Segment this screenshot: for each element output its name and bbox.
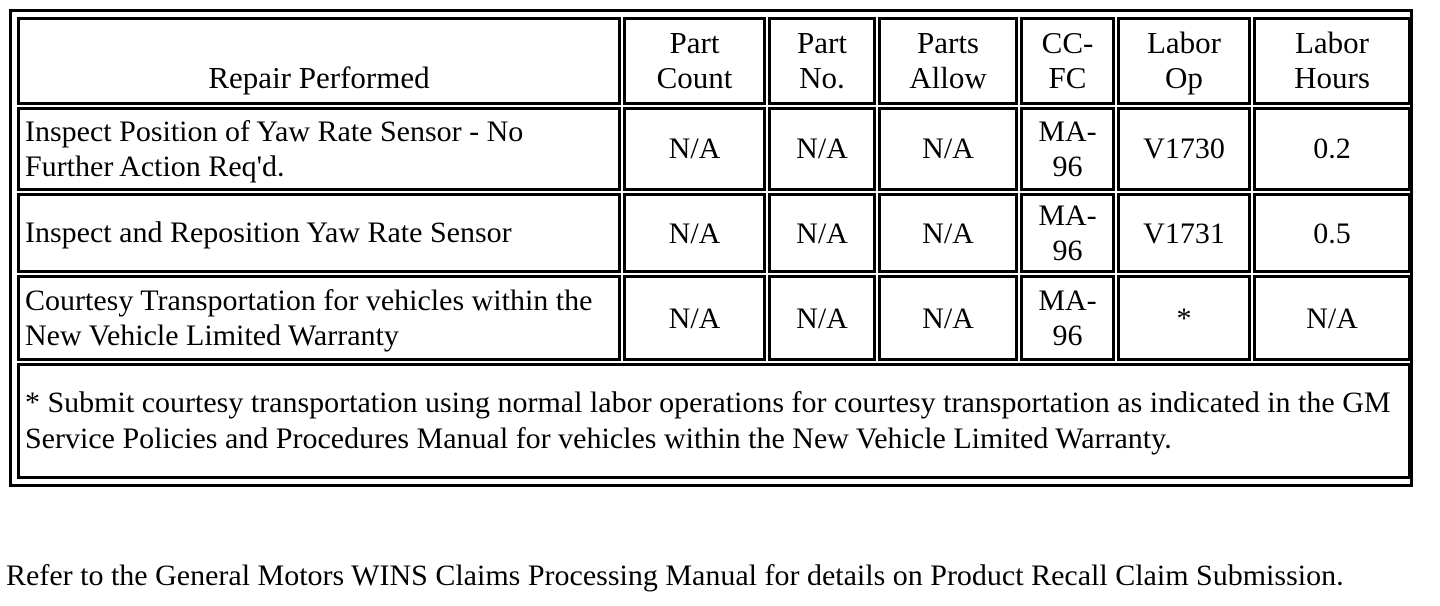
cell-cc-fc-line1: MA- (1038, 114, 1097, 148)
table-header: Repair Performed Part Count Part No. Par… (17, 17, 1411, 105)
cell-part-no: N/A (768, 107, 876, 191)
cell-cc-fc-line1: MA- (1038, 284, 1097, 318)
cell-cc-fc: MA- 96 (1020, 193, 1115, 274)
cell-cc-fc: MA- 96 (1020, 107, 1115, 191)
cell-labor-op: V1731 (1117, 193, 1251, 274)
column-header-labor-op: Labor Op (1117, 17, 1251, 105)
cell-cc-fc-line2: 96 (1052, 234, 1083, 268)
column-header-cc-fc-line1: CC- (1041, 25, 1094, 61)
cell-parts-allow: N/A (878, 275, 1018, 362)
table-row: Courtesy Transportation for vehicles wit… (17, 275, 1411, 362)
column-header-labor-hours: Labor Hours (1253, 17, 1411, 105)
cell-repair-performed: Inspect Position of Yaw Rate Sensor - No… (17, 107, 621, 191)
column-header-cc-fc-line2: FC (1048, 60, 1087, 95)
cell-cc-fc-line2: 96 (1052, 150, 1083, 183)
table-footnote-row: * Submit courtesy transportation using n… (17, 363, 1411, 480)
column-header-labor-op-line1: Labor (1146, 25, 1222, 61)
column-header-part-count-line2: Count (656, 60, 733, 95)
table-row: Inspect Position of Yaw Rate Sensor - No… (17, 107, 1411, 191)
cell-part-count: N/A (623, 107, 766, 191)
cell-labor-hours: 0.5 (1253, 193, 1411, 274)
column-header-repair-performed: Repair Performed (17, 17, 621, 105)
column-header-parts-allow-line2: Allow (909, 60, 987, 95)
cell-part-count: N/A (623, 193, 766, 274)
cell-parts-allow: N/A (878, 193, 1018, 274)
column-header-part-no: Part No. (768, 17, 876, 105)
cell-part-no: N/A (768, 193, 876, 274)
cell-labor-hours: 0.2 (1253, 107, 1411, 191)
claim-information-table: Repair Performed Part Count Part No. Par… (9, 9, 1413, 488)
cell-parts-allow: N/A (878, 107, 1018, 191)
table-body: Inspect Position of Yaw Rate Sensor - No… (17, 107, 1411, 480)
repair-claim-table: Repair Performed Part Count Part No. Par… (15, 15, 1413, 481)
cell-repair-performed: Inspect and Reposition Yaw Rate Sensor (17, 193, 621, 274)
table-footnote: * Submit courtesy transportation using n… (17, 363, 1411, 480)
column-header-parts-allow: Parts Allow (878, 17, 1018, 105)
closing-note: Refer to the General Motors WINS Claims … (6, 559, 1344, 592)
table-row: Inspect and Reposition Yaw Rate Sensor N… (17, 193, 1411, 274)
column-header-cc-fc: CC- FC (1020, 17, 1115, 105)
cell-cc-fc-line1: MA- (1038, 199, 1097, 232)
cell-repair-performed: Courtesy Transportation for vehicles wit… (17, 275, 621, 362)
header-row: Repair Performed Part Count Part No. Par… (17, 17, 1411, 105)
cell-part-count: N/A (623, 275, 766, 362)
cell-part-no: N/A (768, 275, 876, 362)
cell-labor-hours: N/A (1253, 275, 1411, 362)
column-header-parts-allow-line1: Parts (917, 25, 979, 61)
column-header-part-count-line1: Part (669, 25, 720, 61)
cell-cc-fc-line2: 96 (1052, 319, 1083, 353)
column-header-labor-hours-line2: Hours (1294, 60, 1370, 95)
column-header-part-no-line1: Part (797, 25, 847, 61)
column-header-labor-hours-line1: Labor (1294, 25, 1370, 61)
cell-cc-fc: MA- 96 (1020, 275, 1115, 362)
column-header-part-no-line2: No. (799, 60, 845, 95)
cell-labor-op: * (1117, 275, 1251, 362)
column-header-part-count: Part Count (623, 17, 766, 105)
column-header-labor-op-line2: Op (1165, 60, 1203, 95)
cell-labor-op: V1730 (1117, 107, 1251, 191)
